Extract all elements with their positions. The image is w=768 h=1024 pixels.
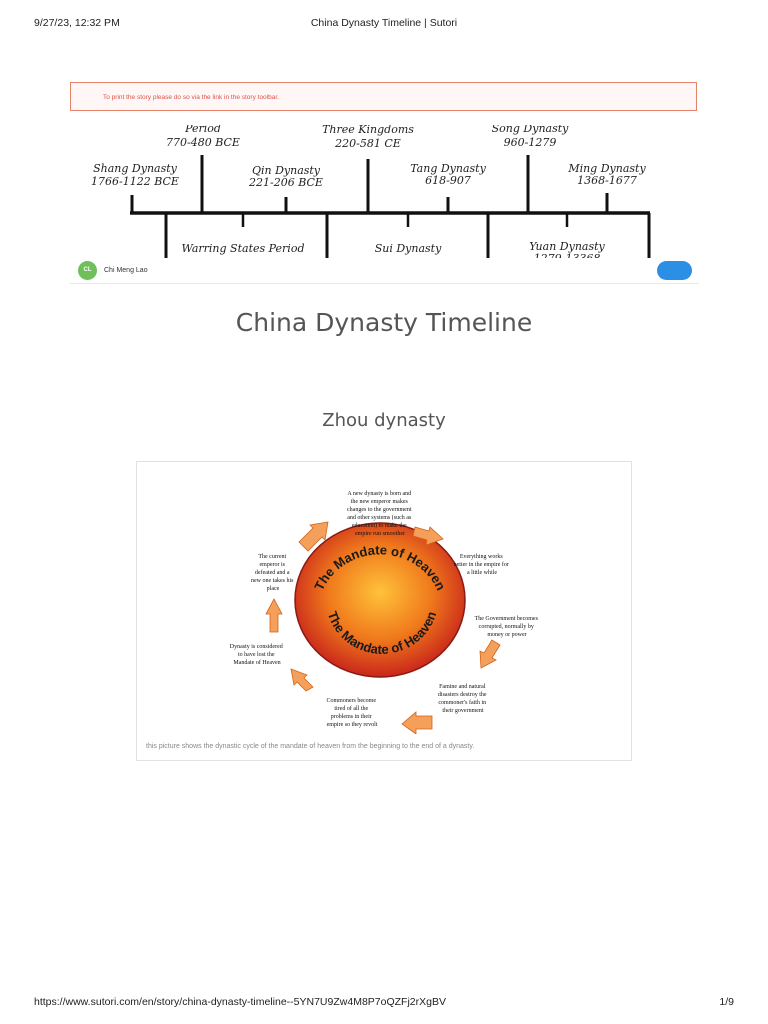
hero-dates-shang: 1766-1122 BCE bbox=[91, 175, 179, 188]
print-notice-banner: To print the story please do so via the … bbox=[70, 82, 697, 111]
mandate-of-heaven-diagram: The Mandate of Heaven The Mandate of Hea… bbox=[147, 472, 623, 734]
cycle-arrow-icon bbox=[290, 668, 314, 692]
print-header: 9/27/23, 12:32 PM China Dynasty Timeline… bbox=[0, 0, 768, 40]
hero-dates-tang: 618-907 bbox=[425, 174, 471, 187]
hero-label-yuan: Yuan Dynasty bbox=[529, 240, 605, 253]
cycle-arrow-icon bbox=[412, 526, 444, 546]
hero-dates-ming: 1368-1677 bbox=[577, 174, 637, 187]
image-card: The Mandate of Heaven The Mandate of Hea… bbox=[136, 461, 632, 761]
hero-dates-qin: 221-206 BCE bbox=[248, 176, 323, 189]
print-footer: https://www.sutori.com/en/story/china-dy… bbox=[0, 994, 768, 1024]
step-text-emperor-defeated: The current emperor is defeated and a ne… bbox=[251, 554, 295, 592]
author-name[interactable]: Chi Meng Lao bbox=[104, 267, 148, 274]
hero-label-qin: Qin Dynasty bbox=[252, 164, 321, 177]
cycle-arrow-icon bbox=[265, 598, 283, 633]
hero-label-tang: Tang Dynasty bbox=[410, 162, 486, 175]
hero-dates-three-kingdoms: 220-581 CE bbox=[334, 137, 401, 150]
step-text-revolt: Commoners become tired of all the proble… bbox=[327, 698, 378, 728]
hero-dates-song: 960-1279 bbox=[504, 136, 557, 149]
hero-label-shang: Shang Dynasty bbox=[93, 162, 178, 175]
cycle-arrow-icon bbox=[298, 521, 329, 552]
timeline-drawing: Period 770-480 BCE Three Kingdoms 220-58… bbox=[91, 125, 651, 258]
cycle-arrow-icon bbox=[401, 711, 433, 734]
author-bar: CL Chi Meng Lao bbox=[70, 258, 699, 284]
step-text-everything-works: Everything works better in the empire fo… bbox=[454, 554, 511, 576]
hero-label-three-kingdoms: Three Kingdoms bbox=[322, 125, 414, 136]
hero-label-period: Period bbox=[184, 125, 221, 135]
mandate-circle bbox=[294, 522, 466, 678]
hero-label-ming: Ming Dynasty bbox=[567, 162, 646, 175]
hero-label-sui: Sui Dynasty bbox=[375, 242, 442, 255]
page-number: 1/9 bbox=[719, 996, 734, 1008]
hero-dates-period: 770-480 BCE bbox=[166, 136, 240, 149]
cycle-arrow-icon bbox=[479, 639, 501, 669]
section-title: Zhou dynasty bbox=[322, 410, 446, 431]
print-url: https://www.sutori.com/en/story/china-dy… bbox=[34, 996, 446, 1008]
hero-label-song: Song Dynasty bbox=[492, 125, 570, 135]
print-date: 9/27/23, 12:32 PM bbox=[34, 17, 120, 29]
step-text-famine: Famine and natural disasters destroy the… bbox=[438, 684, 488, 714]
hero-label-warring-states: Warring States Period bbox=[181, 242, 304, 255]
hero-dates-yuan: 1279-13368 bbox=[534, 252, 601, 258]
print-notice-text: To print the story please do so via the … bbox=[103, 94, 279, 101]
avatar[interactable]: CL bbox=[78, 261, 97, 280]
page-title: China Dynasty Timeline bbox=[235, 308, 533, 337]
story-action-button[interactable] bbox=[657, 261, 692, 280]
step-text-lost-mandate: Dynasty is considered to have lost the M… bbox=[230, 644, 285, 666]
image-caption: this picture shows the dynastic cycle of… bbox=[146, 743, 475, 750]
step-text-corrupted: The Government becomes corrupted, normal… bbox=[475, 616, 540, 638]
hero-timeline-image: Period 770-480 BCE Three Kingdoms 220-58… bbox=[70, 125, 699, 258]
print-page-title: China Dynasty Timeline | Sutori bbox=[310, 17, 458, 29]
step-text-new-dynasty: A new dynasty is born and the new empero… bbox=[347, 491, 413, 537]
